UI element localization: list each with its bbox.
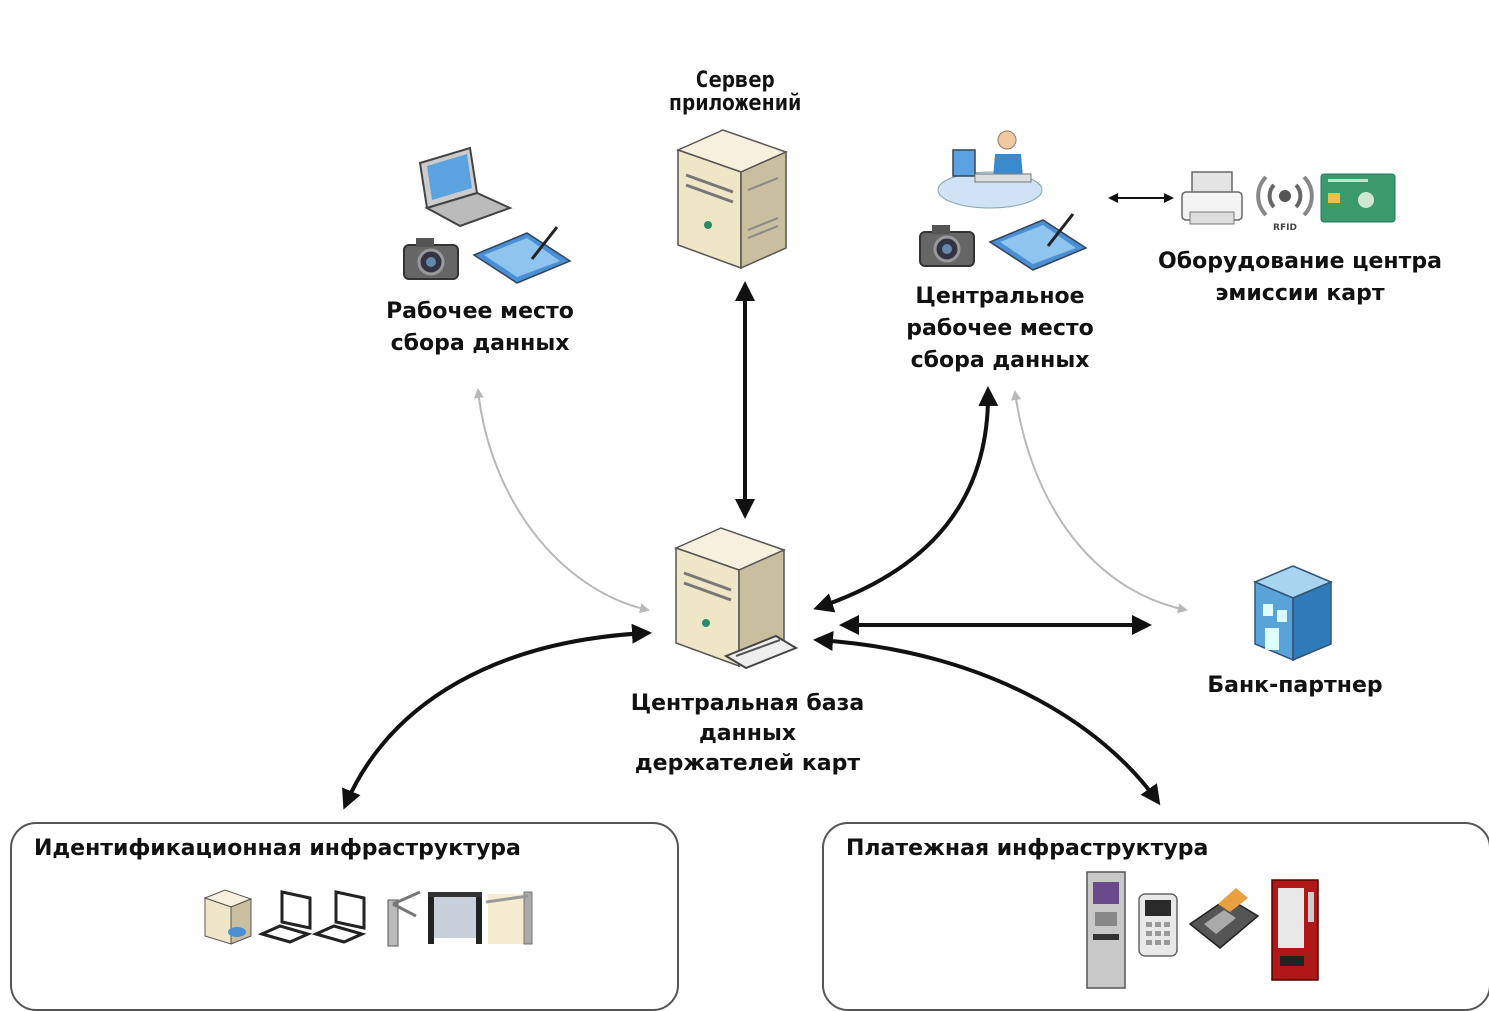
vending-machine-icon	[1271, 879, 1319, 981]
bank-building-icon	[1253, 565, 1333, 662]
id-infrastructure-title: Идентификационная инфраструктура	[34, 836, 521, 861]
rfid-icon: RFID	[1256, 175, 1314, 233]
turnstile-icon	[387, 890, 421, 947]
partner-bank-label: Банк-партнер	[1207, 673, 1383, 698]
smart-card-icon	[1320, 173, 1396, 223]
camera-icon	[919, 225, 975, 267]
arrow-db-id-infra	[342, 623, 652, 810]
camera-icon	[403, 238, 459, 280]
central-db-label: Центральная база данных держателей карт	[630, 691, 865, 776]
operator-desk-icon	[937, 130, 1043, 209]
arrow-workstation-db	[473, 388, 650, 614]
arrow-db-central-workstation	[813, 386, 999, 613]
arrow-central-workstation-bank	[1011, 390, 1188, 614]
atm-icon	[1086, 871, 1126, 989]
laptop-icon	[418, 146, 513, 228]
terminal-icon	[311, 890, 367, 944]
app-server-label: Сервер приложений	[668, 68, 802, 116]
app-server-icon	[675, 129, 789, 270]
workstation-label: Рабочее место сбора данных	[386, 299, 574, 356]
id-server-icon	[203, 889, 253, 945]
signature-pad-icon	[988, 213, 1088, 271]
terminal-icon	[257, 890, 313, 944]
database-server-icon	[673, 527, 799, 670]
card-printer-icon	[1181, 171, 1243, 225]
barrier-icon	[485, 891, 533, 945]
payment-terminal-icon	[1138, 893, 1178, 957]
central-workstation-label: Центральное рабочее место сбора данных	[906, 284, 1094, 373]
card-equipment-label: Оборудование центра эмиссии карт	[1158, 249, 1442, 306]
pos-terminal-icon	[1188, 888, 1260, 949]
payment-infrastructure-title: Платежная инфраструктура	[846, 836, 1209, 861]
arrow-db-pay-infra	[813, 631, 1161, 806]
rfid-text: RFID	[1273, 223, 1297, 233]
signature-pad-icon	[472, 226, 572, 284]
gate-icon	[428, 892, 482, 944]
